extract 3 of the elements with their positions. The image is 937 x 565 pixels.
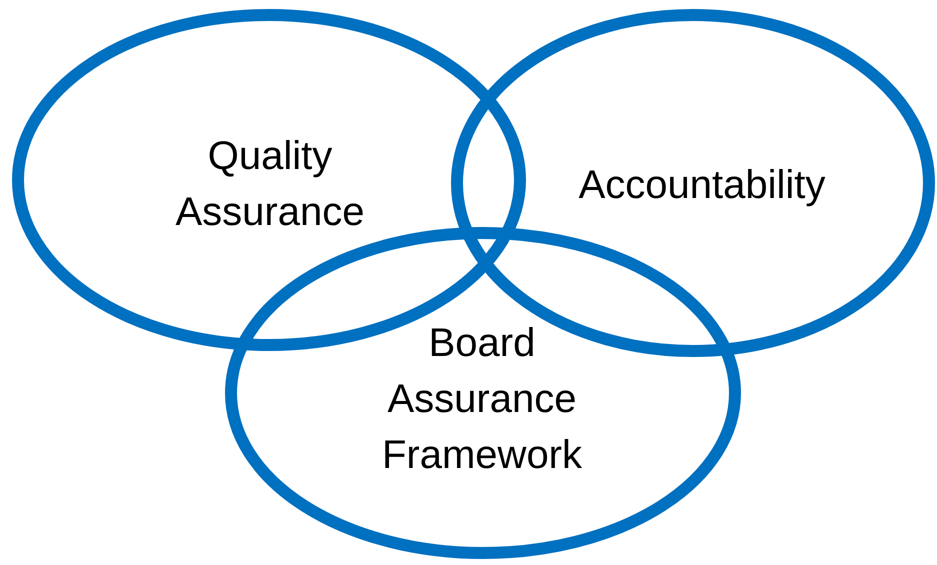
circle-label: Board Assurance Framework	[380, 320, 584, 479]
circle-label: Accountability	[578, 162, 826, 209]
circle-label: Quality Assurance	[174, 133, 366, 236]
